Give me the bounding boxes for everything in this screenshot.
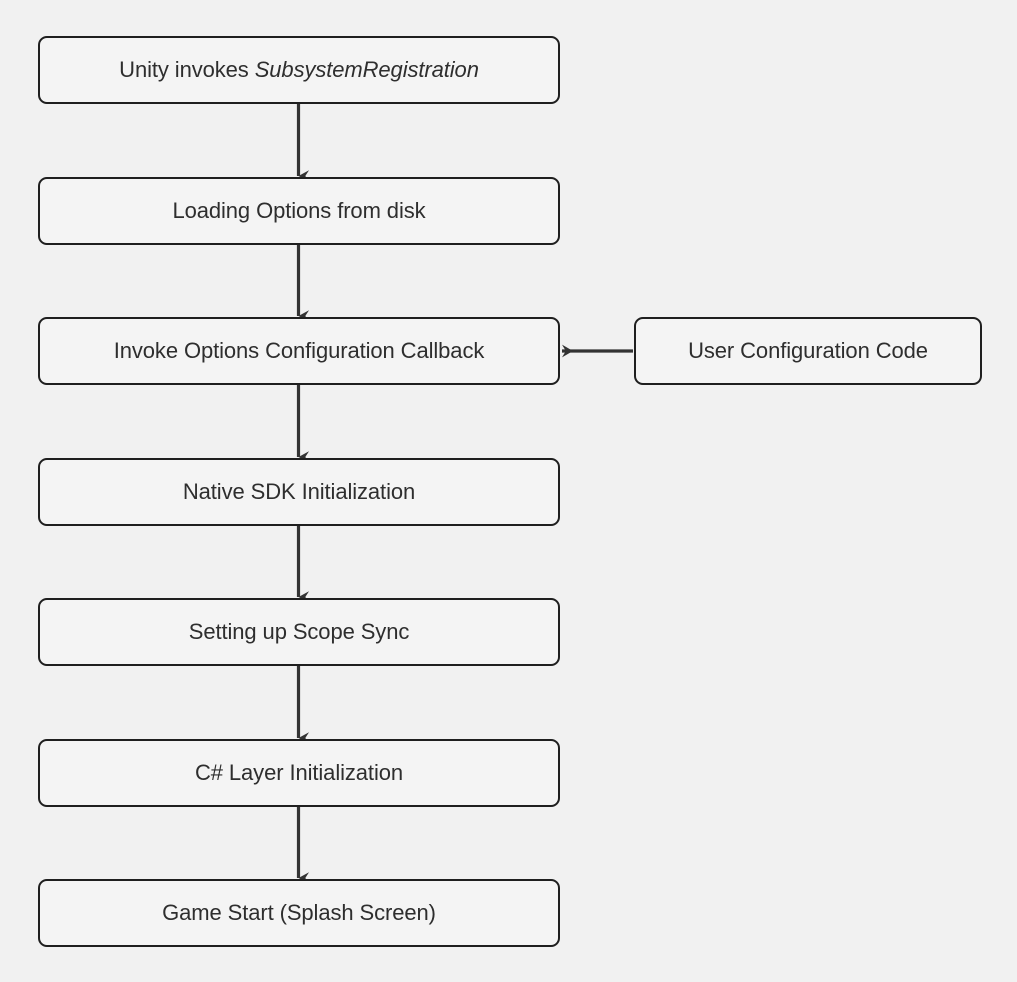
- node-label: Game Start (Splash Screen): [162, 899, 436, 925]
- node-label: C# Layer Initialization: [194, 759, 404, 785]
- node-game-start-splash-screen[interactable]: Game Start (Splash Screen): [38, 879, 560, 947]
- node-text-normal: Unity invokes: [119, 56, 255, 82]
- node-label: Unity invokes SubsystemRegistration: [109, 56, 489, 82]
- node-user-configuration-code[interactable]: User Configuration Code: [634, 317, 982, 385]
- node-loading-options-from-disk[interactable]: Loading Options from disk: [38, 177, 560, 245]
- node-label: User Configuration Code: [688, 337, 928, 363]
- node-label: Invoke Options Configuration Callback: [113, 337, 485, 363]
- node-invoke-options-configuration-callback[interactable]: Invoke Options Configuration Callback: [38, 317, 560, 385]
- node-text-italic: SubsystemRegistration: [254, 56, 479, 82]
- node-label: Loading Options from disk: [172, 197, 426, 223]
- node-c-sharp-layer-initialization[interactable]: C# Layer Initialization: [38, 739, 560, 807]
- node-setting-up-scope-sync[interactable]: Setting up Scope Sync: [38, 598, 560, 666]
- node-unity-invokes-subsystemregistration[interactable]: Unity invokes SubsystemRegistration: [38, 36, 560, 104]
- node-label: Native SDK Initialization: [182, 478, 416, 504]
- node-label: Setting up Scope Sync: [188, 618, 410, 644]
- node-native-sdk-initialization[interactable]: Native SDK Initialization: [38, 458, 560, 526]
